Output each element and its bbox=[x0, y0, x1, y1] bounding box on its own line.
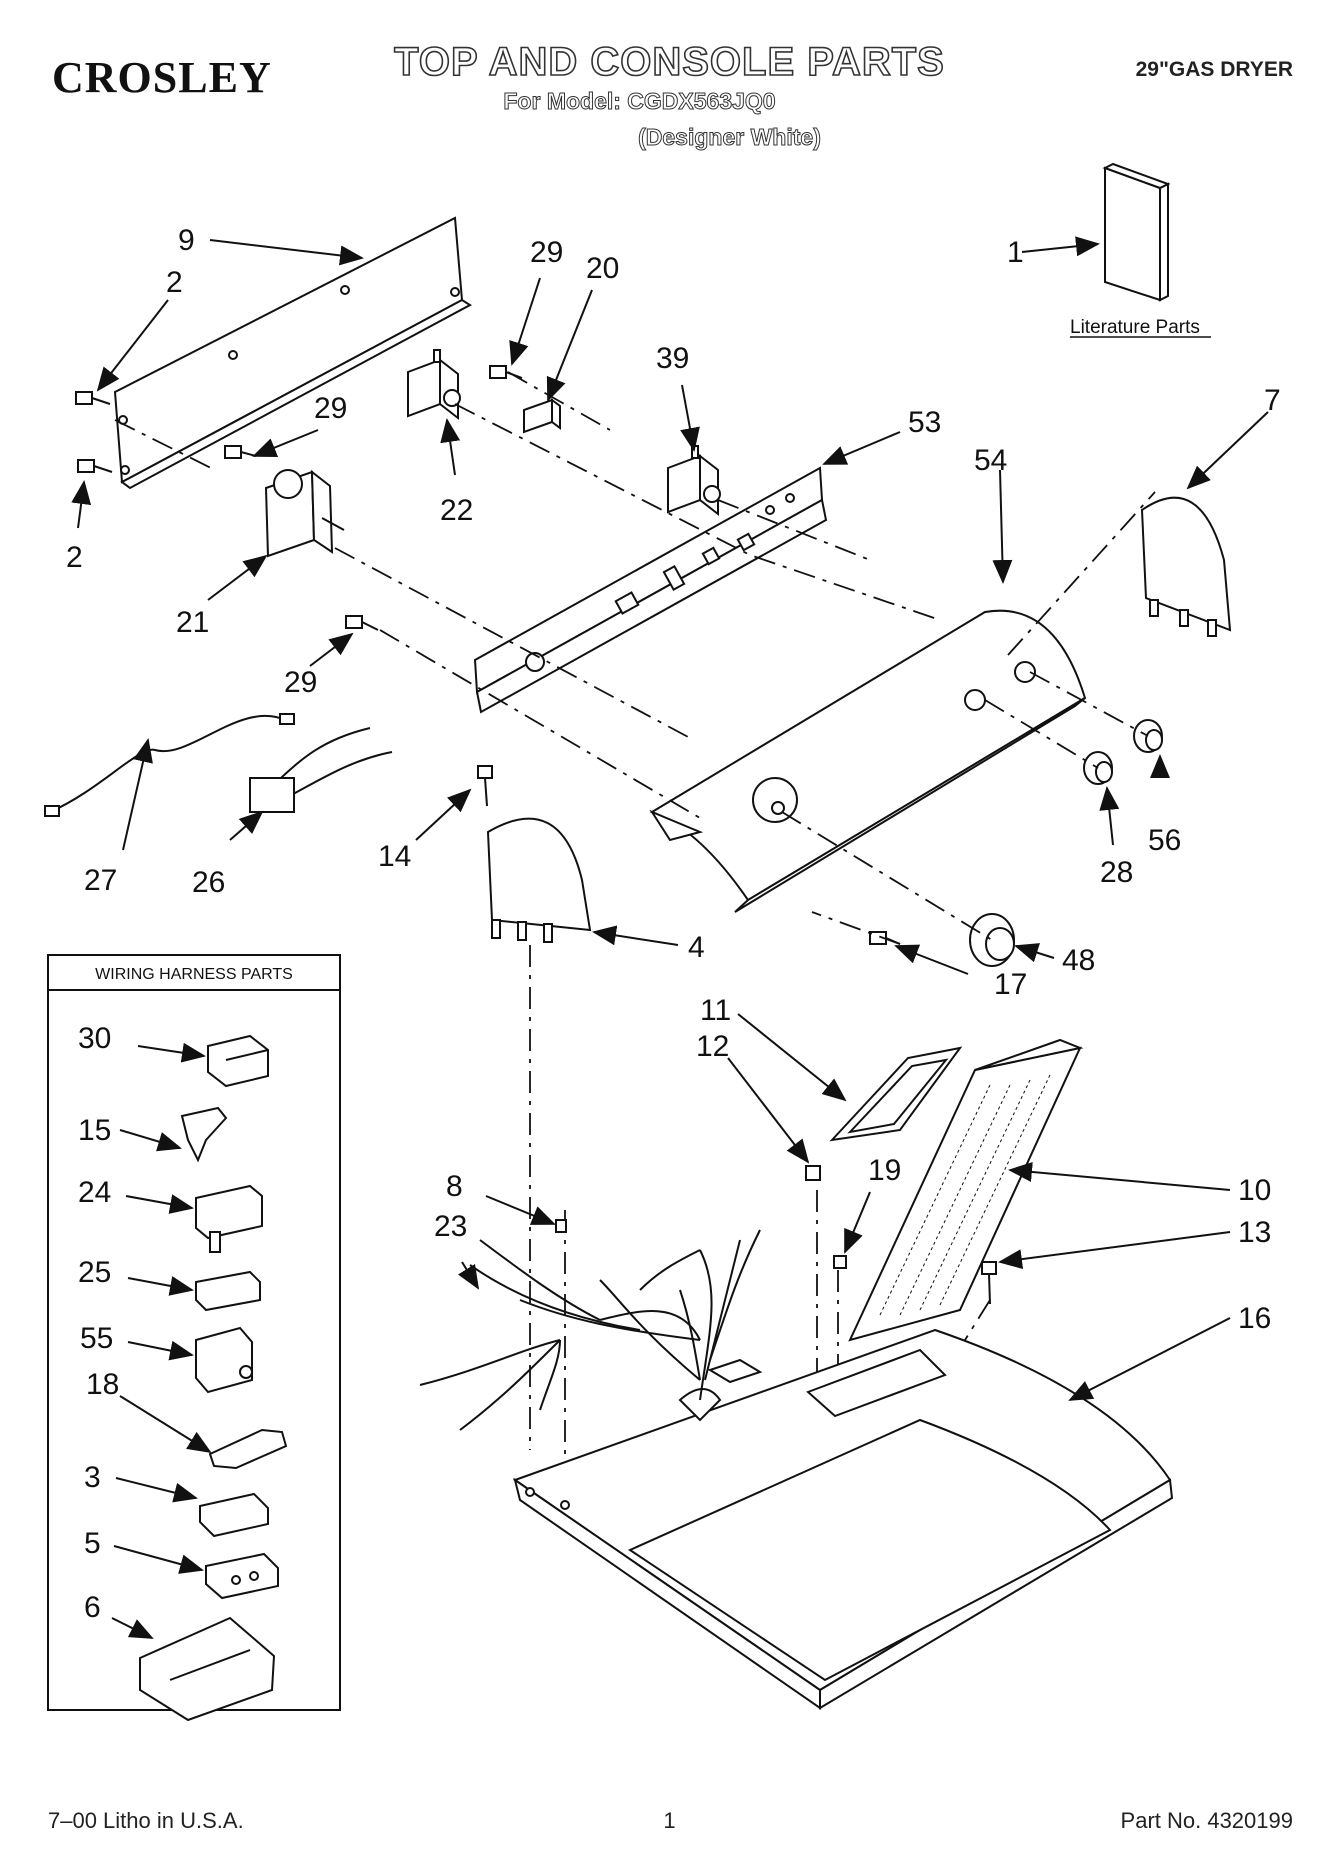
color-line: (Designer White) bbox=[638, 124, 822, 151]
callout-8: 8 bbox=[446, 1170, 463, 1203]
callout-18: 18 bbox=[86, 1368, 119, 1401]
leader-1 bbox=[1021, 236, 1100, 257]
connector-30 bbox=[207, 1034, 269, 1088]
switch-39 bbox=[667, 445, 721, 517]
callout-54: 54 bbox=[974, 444, 1007, 477]
callout-22: 22 bbox=[440, 494, 473, 527]
callout-25: 25 bbox=[78, 1256, 111, 1289]
callout-13: 13 bbox=[1238, 1216, 1271, 1249]
callout-16: 16 bbox=[1238, 1302, 1271, 1335]
connector-25 bbox=[195, 1270, 261, 1312]
callout-2b: 2 bbox=[66, 541, 83, 574]
model-line: For Model: CGDX563JQ0 bbox=[503, 88, 776, 115]
callout-6: 6 bbox=[84, 1591, 101, 1624]
callout-3: 3 bbox=[84, 1461, 101, 1494]
callout-7: 7 bbox=[1264, 384, 1281, 417]
callout-28: 28 bbox=[1100, 856, 1133, 889]
screw-29c bbox=[345, 615, 379, 631]
wiring-box-title: WIRING HARNESS PARTS bbox=[95, 966, 293, 983]
clip-12 bbox=[805, 1165, 821, 1181]
callout-29a: 29 bbox=[530, 236, 563, 269]
terminal-18 bbox=[208, 1428, 288, 1470]
callout-19: 19 bbox=[868, 1154, 901, 1187]
callout-20: 20 bbox=[586, 252, 619, 285]
screw-13 bbox=[981, 1261, 997, 1305]
wire-27 bbox=[49, 714, 286, 813]
connector-55 bbox=[195, 1326, 253, 1394]
wiring-harness-23 bbox=[419, 1229, 761, 1431]
callout-4: 4 bbox=[688, 931, 705, 964]
wiring-harness-box bbox=[47, 954, 341, 1711]
screw-14 bbox=[477, 765, 493, 807]
lint-screen-10 bbox=[848, 1038, 1084, 1342]
screw-2a bbox=[75, 391, 111, 405]
callout-26: 26 bbox=[192, 866, 225, 899]
callout-15: 15 bbox=[78, 1114, 111, 1147]
callout-12: 12 bbox=[696, 1030, 729, 1063]
callout-48: 48 bbox=[1062, 944, 1095, 977]
callout-29b: 29 bbox=[314, 392, 347, 425]
connector-3 bbox=[199, 1492, 269, 1538]
callout-24: 24 bbox=[78, 1176, 111, 1209]
callout-9: 9 bbox=[178, 224, 195, 257]
control-panel bbox=[473, 466, 828, 714]
clip-15 bbox=[180, 1106, 228, 1163]
rear-console-panel bbox=[113, 216, 472, 490]
clip-8 bbox=[555, 1219, 567, 1233]
timer-21 bbox=[264, 469, 345, 558]
callout-11: 11 bbox=[700, 994, 731, 1027]
wire-26b bbox=[281, 751, 393, 801]
callout-23: 23 bbox=[434, 1210, 467, 1243]
brand-logo: CROSLEY bbox=[52, 53, 272, 102]
literature-label: Literature Parts bbox=[1070, 317, 1200, 338]
top-cover bbox=[512, 1328, 1174, 1710]
callout-2a: 2 bbox=[166, 266, 183, 299]
callout-55: 55 bbox=[80, 1322, 113, 1355]
callout-30: 30 bbox=[78, 1022, 111, 1055]
callout-10: 10 bbox=[1238, 1174, 1271, 1207]
callout-1: 1 bbox=[1007, 236, 1024, 269]
connector-24 bbox=[195, 1184, 263, 1253]
part-20 bbox=[523, 398, 561, 434]
footer-page-number: 1 bbox=[663, 1808, 676, 1833]
callout-5: 5 bbox=[84, 1527, 101, 1560]
knob-48 bbox=[969, 913, 1015, 967]
page-title: TOP AND CONSOLE PARTS bbox=[393, 39, 945, 85]
connector-26 bbox=[249, 777, 295, 813]
footer-litho: 7–00 Litho in U.S.A. bbox=[48, 1808, 244, 1833]
callout-21: 21 bbox=[176, 606, 209, 639]
screw-2b bbox=[77, 459, 113, 473]
literature-book bbox=[1102, 162, 1171, 302]
console-housing bbox=[649, 609, 1087, 913]
callout-56: 56 bbox=[1148, 824, 1181, 857]
end-cap-4 bbox=[486, 817, 592, 943]
callout-53: 53 bbox=[908, 406, 941, 439]
callout-27: 27 bbox=[84, 864, 117, 897]
product-type: 29"GAS DRYER bbox=[1135, 58, 1293, 81]
callout-39: 39 bbox=[656, 342, 689, 375]
switch-22 bbox=[407, 349, 461, 421]
screw-19 bbox=[833, 1255, 847, 1269]
end-cap-7 bbox=[1140, 496, 1232, 637]
connector-6 bbox=[139, 1616, 276, 1722]
connector-5 bbox=[205, 1552, 279, 1600]
footer-part-number: Part No. 4320199 bbox=[1120, 1808, 1293, 1833]
screw-29b bbox=[224, 445, 257, 459]
lint-filter-11 bbox=[829, 1046, 963, 1142]
callout-14: 14 bbox=[378, 840, 411, 873]
callout-29c: 29 bbox=[284, 666, 317, 699]
callout-17: 17 bbox=[994, 968, 1027, 1001]
